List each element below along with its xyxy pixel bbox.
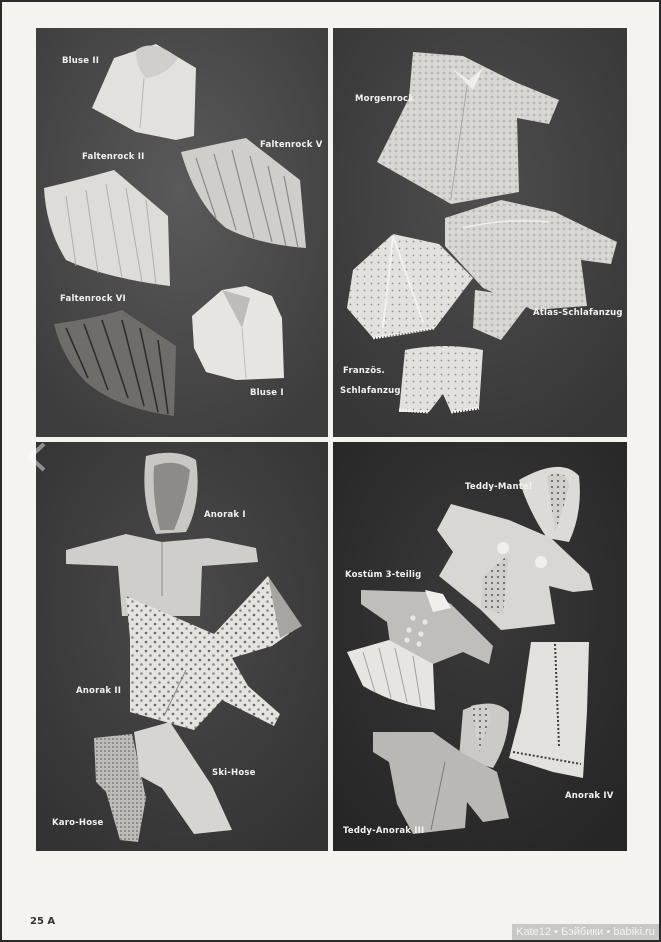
previous-page-arrow-icon[interactable] xyxy=(26,442,56,472)
watermark: Kate12 • Бэйбики • babiki.ru xyxy=(512,924,659,940)
label-kostuem-3-teilig: Kostüm 3-teilig xyxy=(345,570,422,580)
label-morgenrock: Morgenrock xyxy=(355,94,415,104)
ski-hose-garment xyxy=(134,722,232,834)
photo-panel-blouses-skirts: Bluse II Faltenrock II Faltenrock V Falt… xyxy=(36,28,328,437)
photo-panel-teddy-coats: Teddy-Mantel Kostüm 3-teilig Anorak IV T… xyxy=(333,442,627,851)
bluse-i-garment xyxy=(192,286,284,380)
label-bluse-ii: Bluse II xyxy=(62,56,100,66)
karo-hose-garment xyxy=(94,734,146,842)
teddy-anorak-iii-garment xyxy=(373,703,509,834)
label-teddy-mantel: Teddy-Mantel xyxy=(465,482,533,492)
teddy-mantel-garment xyxy=(437,466,593,630)
label-schlafanzug: Schlafanzug xyxy=(340,386,401,396)
label-atlas-schlafanzug: Atlas-Schlafanzug xyxy=(533,308,623,318)
photo-nightwear xyxy=(333,28,627,437)
franzoes-schlafanzug-bottoms-garment xyxy=(398,346,483,414)
label-ski-hose: Ski-Hose xyxy=(212,768,256,778)
atlas-schlafanzug-garment xyxy=(445,200,617,340)
page-number: 25 A xyxy=(30,916,56,927)
bluse-ii-garment xyxy=(92,44,196,140)
faltenrock-vi-garment xyxy=(54,310,176,416)
label-franzoes: Französ. xyxy=(343,366,385,376)
label-bluse-i: Bluse I xyxy=(250,388,284,398)
label-anorak-i: Anorak I xyxy=(204,510,246,520)
photo-anoraks-trousers xyxy=(36,442,328,851)
morgenrock-garment xyxy=(377,52,559,204)
label-teddy-anorak-iii: Teddy-Anorak III xyxy=(343,826,425,836)
anorak-iv-garment xyxy=(509,642,589,778)
photo-teddy-coats xyxy=(333,442,627,851)
kostuem-3-teilig-garment xyxy=(347,590,493,710)
franzoes-schlafanzug-top-garment xyxy=(347,234,473,340)
label-karo-hose: Karo-Hose xyxy=(52,818,104,828)
label-faltenrock-v: Faltenrock V xyxy=(260,140,323,150)
label-anorak-ii: Anorak II xyxy=(76,686,122,696)
label-faltenrock-ii: Faltenrock II xyxy=(82,152,145,162)
photo-panel-nightwear: Morgenrock Atlas-Schlafanzug Französ. Sc… xyxy=(333,28,627,437)
photo-blouses-skirts xyxy=(36,28,328,437)
anorak-ii-garment xyxy=(126,576,302,730)
faltenrock-ii-garment xyxy=(44,170,170,286)
faltenrock-v-garment xyxy=(181,138,306,249)
anorak-i-garment xyxy=(66,452,258,616)
label-anorak-iv: Anorak IV xyxy=(565,791,614,801)
label-faltenrock-vi: Faltenrock VI xyxy=(60,294,126,304)
photo-panel-anoraks-trousers: Anorak I Anorak II Ski-Hose Karo-Hose xyxy=(36,442,328,851)
